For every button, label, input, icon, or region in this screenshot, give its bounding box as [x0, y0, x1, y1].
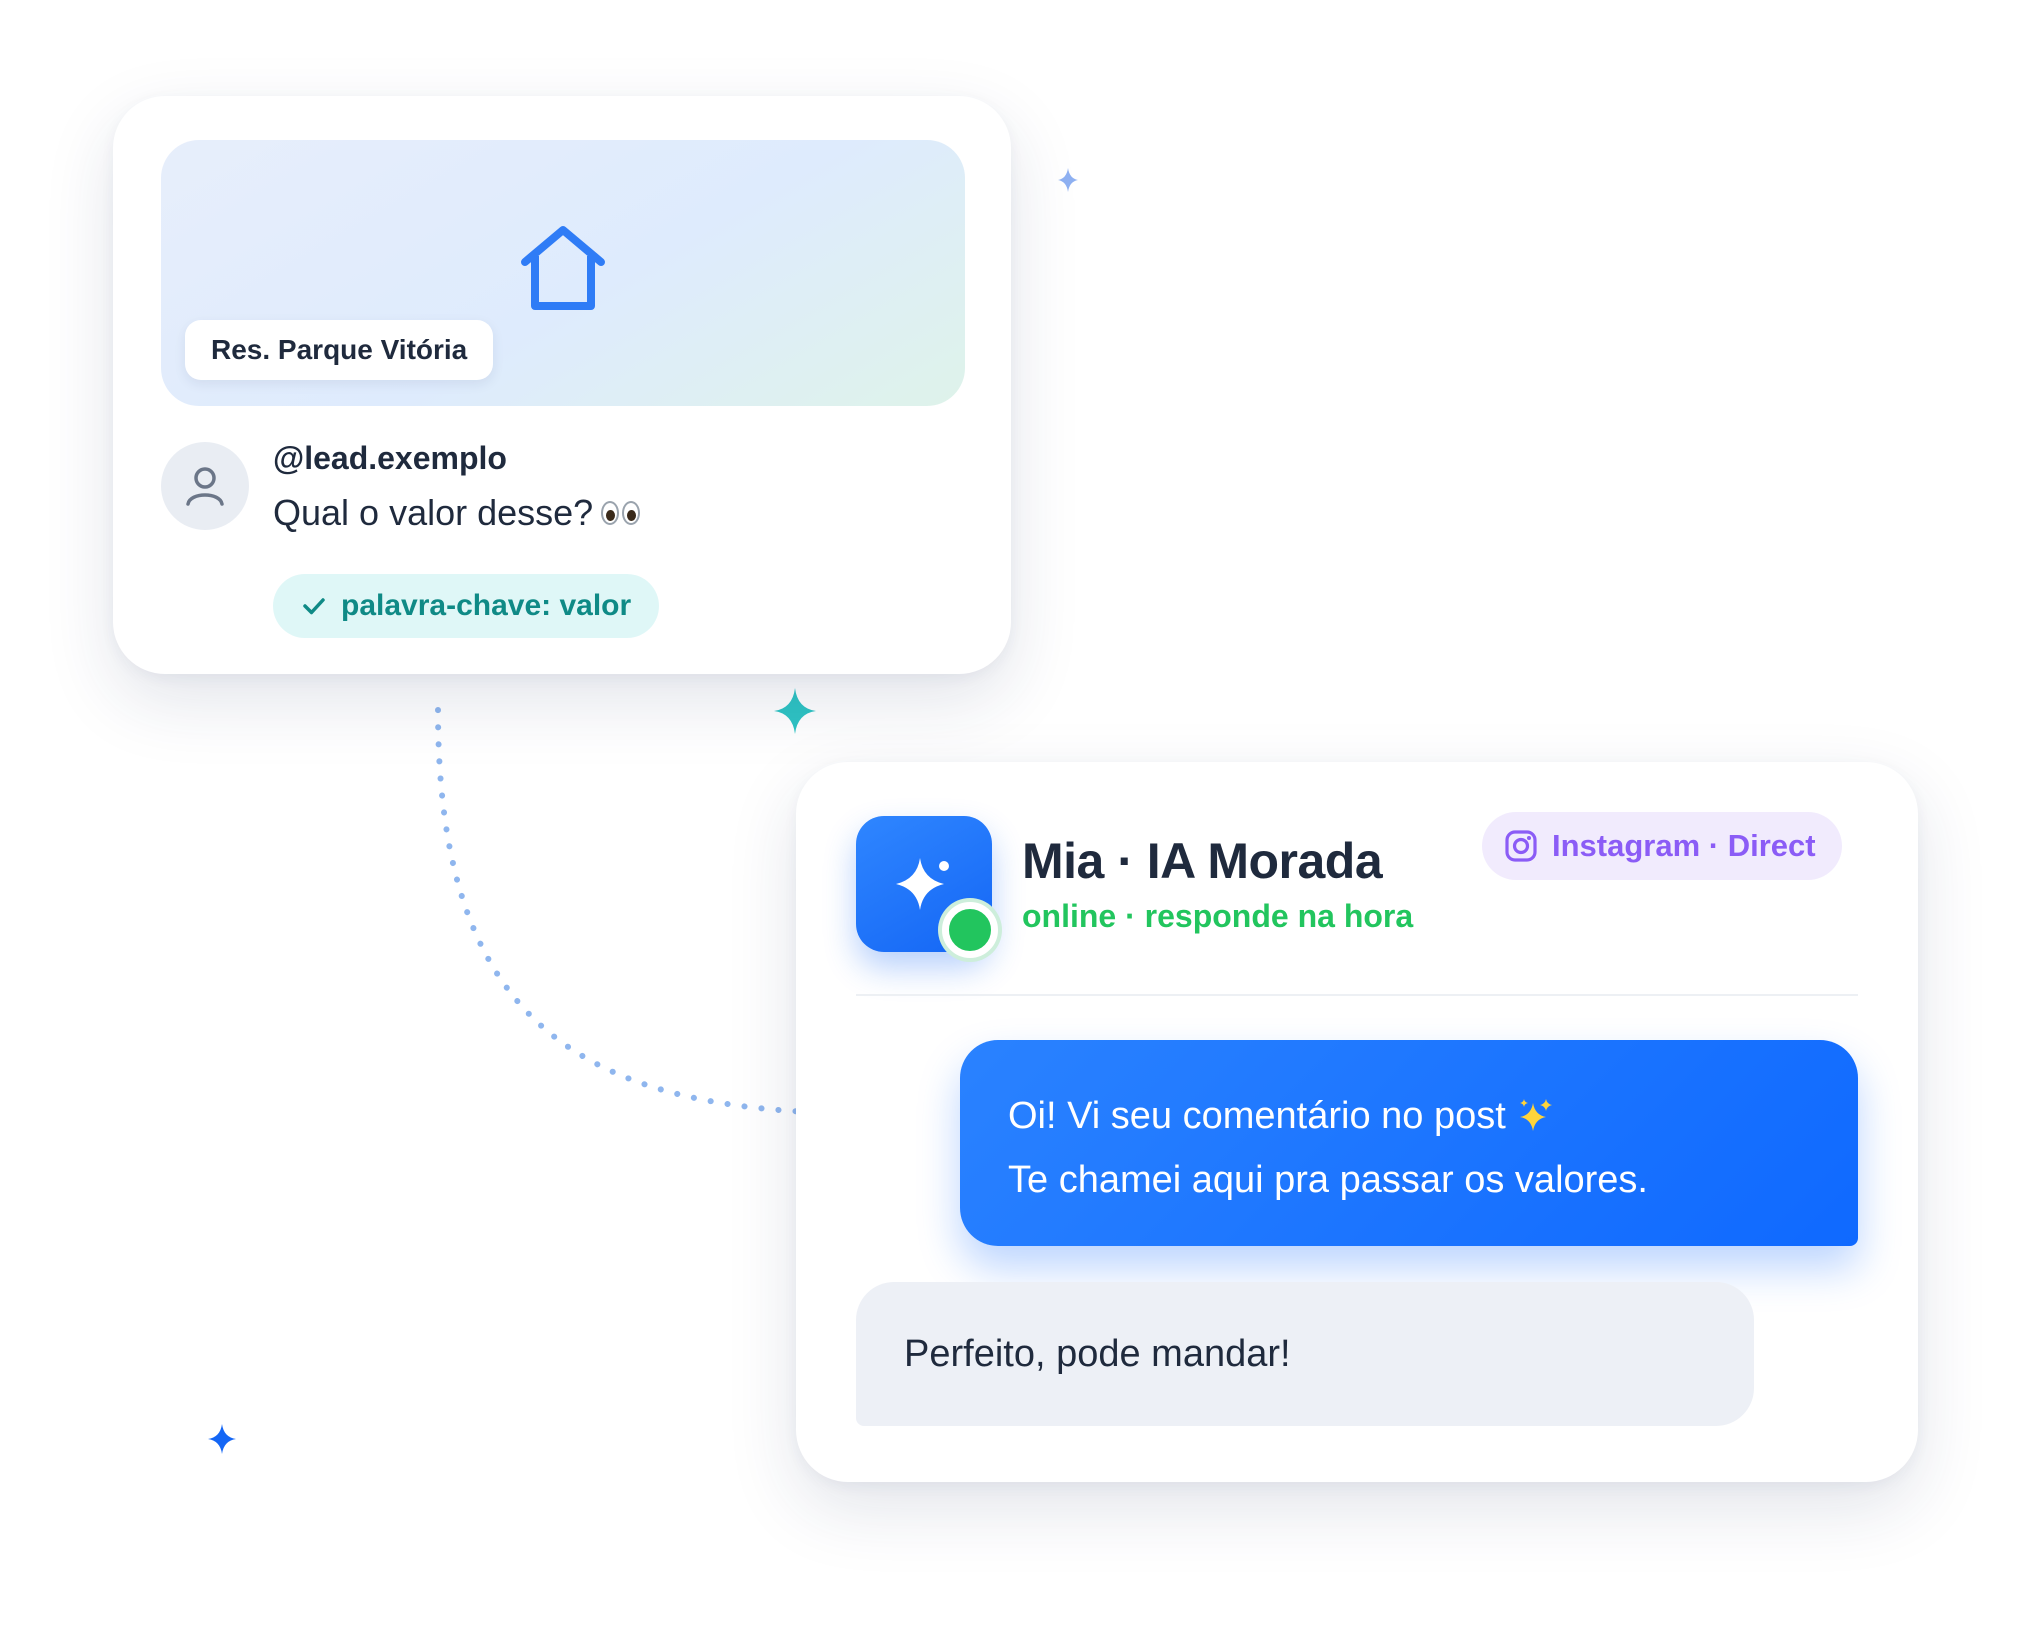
- sparkle-decoration-icon: [1058, 168, 1078, 192]
- sparkle-decoration-icon: [208, 1424, 236, 1454]
- comment-username[interactable]: @lead.exemplo: [273, 440, 507, 476]
- property-name-tag: Res. Parque Vitória: [185, 320, 494, 380]
- avatar[interactable]: [161, 442, 249, 530]
- user-icon: [186, 467, 224, 506]
- direct-chat-card: Mia · IA Morada online · responde na hor…: [796, 762, 1918, 1482]
- keyword-match-badge: palavra-chave: valor: [273, 574, 660, 638]
- sparkle-icon: [896, 858, 949, 910]
- message-text-line: Te chamei aqui pra passar os valores.: [1008, 1159, 1648, 1201]
- channel-label: Instagram · Direct: [1552, 828, 1816, 863]
- sparkles-emoji-icon: [1519, 1099, 1552, 1131]
- instagram-icon: [1505, 830, 1537, 862]
- house-icon: [521, 226, 605, 310]
- comment-row: Qual o valor desse?: [273, 492, 641, 534]
- channel-badge: Instagram · Direct: [1482, 812, 1842, 880]
- header-divider: [856, 994, 1858, 996]
- message-text-line: Oi! Vi seu comentário no post: [1008, 1095, 1506, 1137]
- post-comment-card: Res. Parque Vitória @lead.exemplo Qual o…: [113, 96, 1011, 674]
- check-icon: [303, 598, 325, 615]
- outgoing-message-bubble[interactable]: Oi! Vi seu comentário no post Te chamei …: [960, 1040, 1858, 1246]
- incoming-message-bubble[interactable]: Perfeito, pode mandar!: [856, 1282, 1754, 1426]
- eyes-emoji-icon: [601, 501, 641, 525]
- message-text: Perfeito, pode mandar!: [904, 1332, 1291, 1375]
- comment-text: Qual o valor desse?: [273, 492, 594, 533]
- post-image[interactable]: Res. Parque Vitória: [161, 140, 965, 406]
- online-status-indicator: [942, 902, 998, 958]
- keyword-label: palavra-chave: valor: [341, 589, 632, 622]
- chat-contact-status: online · responde na hora: [1022, 898, 1414, 934]
- sparkle-decoration-icon: [774, 688, 816, 734]
- chat-contact-name: Mia · IA Morada: [1022, 833, 1383, 889]
